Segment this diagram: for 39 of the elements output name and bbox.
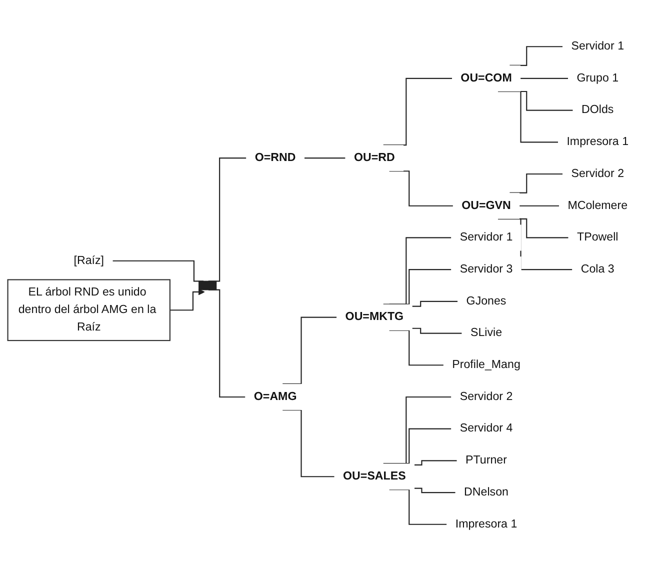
connector — [520, 205, 559, 206]
node-text: Profile_Mang — [452, 358, 520, 371]
node-text: [Raíz] — [74, 254, 104, 267]
node-text: TPowell — [577, 231, 618, 244]
node-text: PTurner — [466, 454, 507, 466]
connector — [510, 173, 563, 194]
arrow — [170, 288, 205, 311]
node-text: Servidor 4 — [460, 422, 513, 435]
connector — [414, 460, 457, 466]
connector — [412, 300, 458, 307]
node-bar — [198, 280, 217, 290]
connector — [389, 489, 447, 525]
node-text: GJones — [466, 294, 506, 308]
connector — [510, 46, 563, 66]
connector — [412, 328, 462, 334]
node-box: EL árbol RND es unido dentro del árbol AMG en la Raíz — [7, 279, 170, 342]
node-text: Grupo 1 — [576, 72, 619, 84]
node-text: O=RND — [254, 152, 296, 164]
connector — [414, 488, 456, 494]
node-text: MColemere — [568, 199, 628, 212]
node-text: Cola 3 — [580, 263, 614, 276]
connector — [282, 316, 337, 384]
connector — [520, 78, 568, 79]
connector — [389, 330, 444, 366]
connector — [498, 90, 558, 143]
connector — [389, 170, 453, 206]
node-text: DOlds — [582, 104, 614, 116]
node-text: Servidor 2 — [571, 168, 624, 180]
node-text: Impresora 1 — [566, 136, 629, 148]
node-text: Servidor 1 — [571, 40, 624, 52]
node-text: Impresora 1 — [455, 518, 518, 530]
node-text: SLivie — [470, 326, 502, 340]
node-text: Servidor 2 — [460, 390, 513, 403]
connector — [389, 269, 452, 305]
connector — [383, 237, 452, 305]
connector — [383, 396, 452, 464]
connector — [304, 158, 346, 159]
node-text: DNelson — [464, 486, 508, 498]
connector — [383, 78, 452, 146]
